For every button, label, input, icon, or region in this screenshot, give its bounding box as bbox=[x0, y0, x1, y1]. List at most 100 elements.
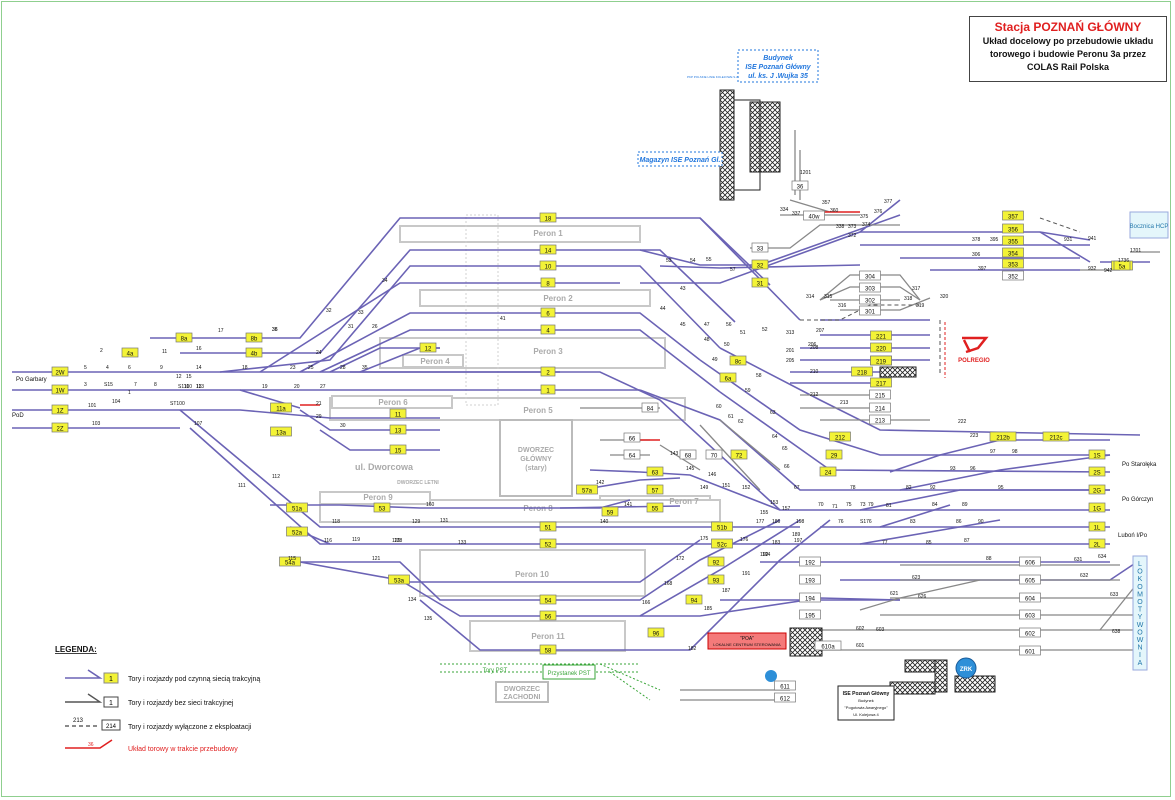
pkp-logo-small bbox=[765, 670, 777, 682]
switch-372: 372 bbox=[848, 233, 857, 239]
track-box-grey-604: 604 bbox=[1019, 592, 1041, 603]
track-box-1S: 1S bbox=[1088, 449, 1106, 460]
switch-378: 378 bbox=[972, 237, 981, 243]
track-box-353: 353 bbox=[1002, 258, 1024, 269]
track-box-grey-33: 33 bbox=[751, 242, 769, 253]
track-box-grey-605: 605 bbox=[1019, 574, 1041, 585]
switch-83: 83 bbox=[910, 519, 916, 525]
switch-49: 49 bbox=[712, 357, 718, 363]
switch-101: 101 bbox=[88, 403, 97, 409]
track-box-label-2G: 2G bbox=[1093, 489, 1101, 495]
track-box-label-212c: 212c bbox=[1049, 436, 1062, 442]
passage-grid bbox=[465, 214, 499, 406]
track-box-14: 14 bbox=[539, 244, 557, 255]
track-box-label-51a: 51a bbox=[292, 507, 303, 513]
switch-S15: S15 bbox=[104, 382, 113, 388]
legend-item-1: Tory i rozjazdy pod czynną siecią trakcy… bbox=[128, 676, 260, 683]
track-box-2: 2 bbox=[540, 366, 556, 377]
switch-152: 152 bbox=[742, 485, 751, 491]
track-box-355: 355 bbox=[1002, 235, 1024, 246]
switch-17: 17 bbox=[218, 328, 224, 334]
switch-24: 24 bbox=[316, 350, 322, 356]
switch-81: 81 bbox=[886, 503, 892, 509]
switch-1701: 1701 bbox=[1130, 248, 1141, 254]
switch-931: 931 bbox=[1064, 237, 1073, 243]
switch-110: 110 bbox=[184, 384, 192, 390]
switch-313: 313 bbox=[786, 330, 795, 336]
track-box-label-56: 56 bbox=[545, 615, 552, 621]
track-box-label-59: 59 bbox=[607, 511, 614, 517]
switch-52: 52 bbox=[762, 327, 768, 333]
track-box-grey-label-40w: 40w bbox=[808, 215, 820, 221]
switch-38: 38 bbox=[272, 327, 278, 333]
track-box-label-51: 51 bbox=[545, 526, 552, 532]
switch-601: 601 bbox=[856, 643, 865, 649]
direction-gorczyn: Po Górczyn bbox=[1122, 497, 1153, 503]
switch-104: 104 bbox=[112, 399, 121, 405]
switch-70: 70 bbox=[818, 502, 824, 508]
track-box-212b: 212b bbox=[989, 431, 1017, 442]
track-box-92: 92 bbox=[707, 556, 725, 567]
switch-397: 397 bbox=[978, 266, 987, 272]
switch-54: 54 bbox=[690, 258, 696, 264]
switch-34: 34 bbox=[382, 278, 388, 284]
track-box-label-8: 8 bbox=[546, 282, 550, 288]
track-box-2Z: 2Z bbox=[51, 422, 69, 433]
track-box-label-57a: 57a bbox=[582, 489, 593, 495]
track-box-13a: 13a bbox=[270, 426, 292, 437]
switch-61: 61 bbox=[728, 414, 734, 420]
lokomotywownia-letter: T bbox=[1138, 607, 1143, 614]
building-bottom-3 bbox=[904, 659, 936, 673]
track-box-220: 220 bbox=[870, 342, 892, 353]
track-box-356: 356 bbox=[1002, 223, 1024, 234]
lokomotywownia-letter: K bbox=[1138, 576, 1143, 583]
switch-41: 41 bbox=[500, 316, 506, 322]
switch-317: 317 bbox=[912, 286, 921, 292]
direction-garbary: Po Garbary bbox=[16, 377, 47, 383]
dworzec-zachodni-box bbox=[495, 681, 549, 703]
switch-314: 314 bbox=[806, 294, 815, 300]
track-box-8b: 8b bbox=[245, 332, 263, 343]
track-box-label-1G: 1G bbox=[1093, 507, 1101, 513]
switch-65: 65 bbox=[782, 446, 788, 452]
switch-213: 213 bbox=[840, 400, 849, 406]
switch-376: 376 bbox=[874, 209, 883, 215]
switch-89: 89 bbox=[962, 502, 968, 508]
track-box-grey-193: 193 bbox=[799, 574, 821, 585]
switch-357: 357 bbox=[822, 200, 831, 206]
switch-16: 16 bbox=[196, 346, 202, 352]
track-box-grey-215: 215 bbox=[869, 389, 891, 400]
switch-942: 942 bbox=[1104, 268, 1113, 274]
track-box-label-54: 54 bbox=[545, 599, 552, 605]
platform-2-label: Peron 2 bbox=[543, 294, 573, 303]
station-title: Stacja POZNAŃ GŁÓWNY bbox=[994, 20, 1142, 34]
platform-4-label: Peron 4 bbox=[420, 357, 450, 366]
track-box-grey-label-301: 301 bbox=[865, 310, 876, 316]
switch-638: 638 bbox=[1112, 629, 1121, 635]
switch-142: 142 bbox=[596, 480, 605, 486]
switch-88: 88 bbox=[986, 556, 992, 562]
track-box-label-4b: 4b bbox=[251, 352, 258, 358]
track-box-51: 51 bbox=[539, 521, 557, 532]
track-box-1Z: 1Z bbox=[51, 404, 69, 415]
switch-373: 373 bbox=[848, 224, 857, 230]
switch-6: 6 bbox=[128, 365, 131, 371]
track-box-54a: 54a bbox=[279, 556, 301, 567]
switch-5: 5 bbox=[84, 365, 87, 371]
track-box-label-1L: 1L bbox=[1094, 526, 1101, 532]
switch-1736: 1736 bbox=[1118, 258, 1129, 264]
track-box-label-53a: 53a bbox=[394, 579, 405, 585]
switch-222: 222 bbox=[958, 419, 967, 425]
track-box-grey-603: 603 bbox=[1019, 609, 1041, 620]
track-box-label-2: 2 bbox=[546, 371, 550, 377]
switch-191: 191 bbox=[742, 571, 751, 577]
switch-182: 182 bbox=[688, 646, 697, 652]
switch-602: 602 bbox=[856, 626, 865, 632]
switch-318: 318 bbox=[904, 296, 913, 302]
track-box-label-32: 32 bbox=[757, 264, 764, 270]
switch-35: 35 bbox=[362, 365, 368, 371]
track-box-6: 6 bbox=[540, 307, 556, 318]
platform-7-label: Peron 7 bbox=[669, 497, 699, 506]
platform-11-label: Peron 11 bbox=[531, 632, 565, 641]
